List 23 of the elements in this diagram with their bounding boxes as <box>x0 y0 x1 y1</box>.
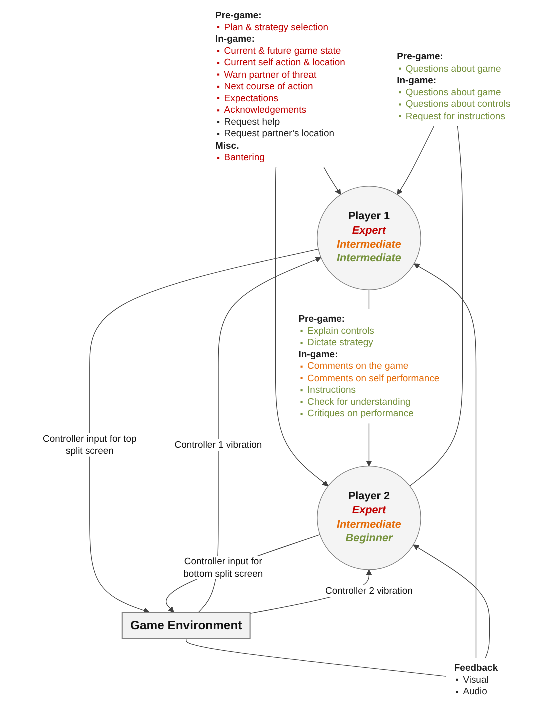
arrow <box>324 167 342 196</box>
edge-label: Controller input for bottom split screen <box>184 556 264 579</box>
edge-label: Controller input for top split screen <box>43 433 137 456</box>
arrow <box>198 257 322 613</box>
connector <box>368 290 370 310</box>
arrow <box>366 423 372 467</box>
arrow <box>166 534 320 613</box>
edge-label: Controller 1 vibration <box>174 439 262 450</box>
edge-label: Controller 2 vibration <box>326 585 413 596</box>
node-text: Pre-game: Explain controls Dictate strategy In-game: Comments on the game Comments on self performance Instructions Check for understanding Critiques on performance <box>298 313 440 419</box>
node-circle: Player 1 Expert Intermediate Intermediate <box>317 186 422 290</box>
node-circle: Player 2 Expert Intermediate Beginner <box>317 466 422 570</box>
node-text: Pre-game: Plan & strategy selection In-game: Current & future game state Current self action & location Warn partner of threat Next course of action Expectations Acknowledgements Request help Request partner’s location Misc. Bantering <box>216 9 346 162</box>
node-text: Feedback Visual Audio <box>454 662 498 697</box>
arrow <box>414 264 477 658</box>
arrow <box>413 544 490 658</box>
arrow <box>90 249 319 614</box>
connector <box>186 638 447 677</box>
arrow <box>397 126 435 196</box>
node-box: Game Environment <box>122 612 251 640</box>
connector <box>410 126 464 487</box>
arrow <box>275 167 329 486</box>
node-text: Pre-game: Questions about game In-game: Questions about game Questions about controls Request for instructions <box>397 50 511 121</box>
